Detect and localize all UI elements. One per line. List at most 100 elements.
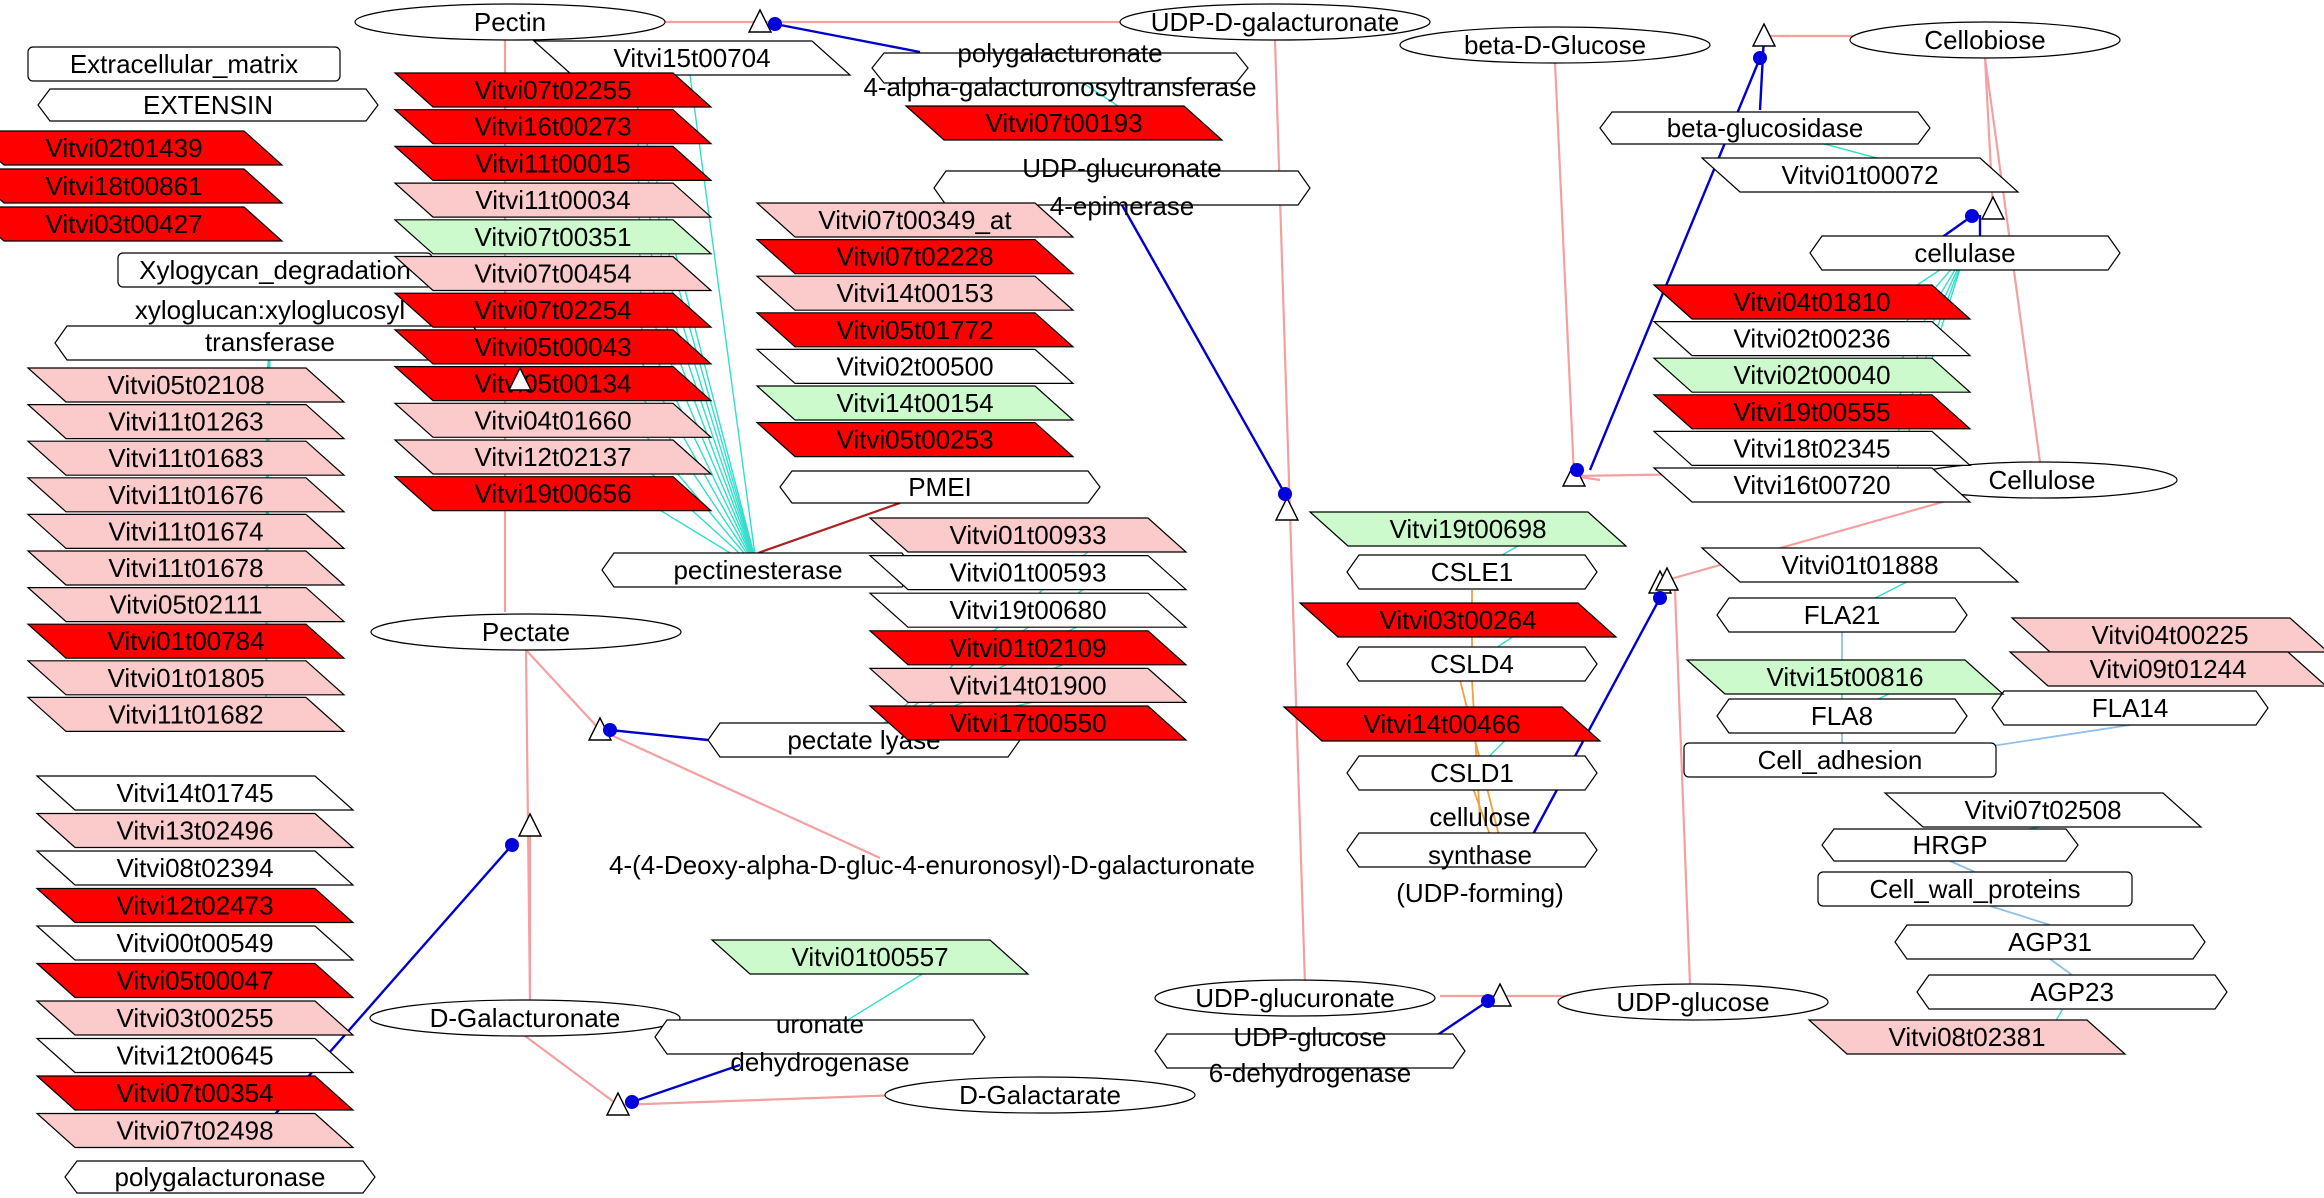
enzyme-node[interactable]: CSLD1	[1346, 755, 1598, 791]
metabolite-node[interactable]: Pectin	[354, 3, 666, 41]
gene-node[interactable]: Vitvi15t00816	[1685, 659, 2005, 695]
metabolite-node[interactable]: Pectate	[370, 613, 682, 651]
gene-node[interactable]: Vitvi11t01676	[26, 477, 346, 513]
gene-node[interactable]: Vitvi07t02498	[35, 1112, 355, 1149]
gene-node[interactable]: Vitvi03t00264	[1298, 602, 1618, 638]
enzyme-node[interactable]: AGP31	[1894, 924, 2206, 960]
gene-node[interactable]: Vitvi04t01660	[393, 402, 713, 438]
gene-node[interactable]: Vitvi05t00047	[35, 962, 355, 999]
metabolite-node[interactable]: D-Galactarate	[884, 1076, 1196, 1114]
enzyme-node[interactable]: CSLE1	[1346, 554, 1598, 590]
gene-node[interactable]: Vitvi01t01805	[26, 660, 346, 696]
gene-node[interactable]: Vitvi14t01900	[868, 667, 1188, 704]
metabolite-node[interactable]: Cellobiose	[1849, 21, 2121, 59]
gene-node[interactable]: Vitvi05t02111	[26, 586, 346, 623]
gene-node[interactable]: Vitvi07t02508	[1883, 792, 2203, 828]
metabolite-node[interactable]: Cellulose	[1906, 461, 2178, 499]
gene-node[interactable]: Vitvi02t00040	[1652, 357, 1972, 393]
metabolite-node[interactable]: D-Galacturonate	[369, 999, 681, 1037]
gene-node[interactable]: Vitvi14t00153	[755, 275, 1075, 311]
gene-node[interactable]: Vitvi12t00645	[35, 1037, 355, 1074]
metabolite-node[interactable]: UDP-glucuronate	[1154, 979, 1436, 1017]
gene-node[interactable]: Vitvi05t02108	[26, 367, 346, 403]
enzyme-node[interactable]: beta-glucosidase	[1599, 111, 1931, 145]
gene-node[interactable]: Vitvi19t00656	[393, 476, 713, 512]
gene-node[interactable]: Vitvi02t01439	[0, 130, 284, 166]
text-node[interactable]: 4-(4-Deoxy-alpha-D-gluc-4-enuronosyl)-D-…	[609, 850, 1255, 880]
enzyme-node[interactable]: polygalacturonate4-alpha-galacturonosylt…	[863, 38, 1256, 102]
enzyme-node[interactable]: AGP23	[1916, 974, 2228, 1010]
gene-node[interactable]: Vitvi01t01888	[1700, 547, 2020, 583]
gene-node[interactable]: Vitvi04t01810	[1652, 284, 1972, 320]
gene-node[interactable]: Vitvi07t00349_at	[755, 202, 1075, 238]
gene-node[interactable]: Vitvi19t00555	[1652, 394, 1972, 430]
gene-node[interactable]: Vitvi03t00427	[0, 206, 284, 242]
gene-node[interactable]: Vitvi14t01745	[35, 775, 355, 811]
gene-node[interactable]: Vitvi05t01772	[755, 312, 1075, 348]
gene-node[interactable]: Vitvi16t00273	[393, 109, 713, 145]
enzyme-node[interactable]: pectinesterase	[601, 552, 915, 588]
gene-node[interactable]: Vitvi16t00720	[1652, 467, 1972, 503]
gene-node[interactable]: Vitvi08t02381	[1807, 1019, 2127, 1055]
category-node[interactable]: Cell_adhesion	[1683, 742, 1997, 778]
gene-node[interactable]: Vitvi18t02345	[1652, 430, 1972, 466]
enzyme-node[interactable]: FLA21	[1716, 597, 1968, 633]
gene-node[interactable]: Vitvi12t02137	[393, 439, 713, 475]
enzyme-node[interactable]: cellulase	[1809, 235, 2121, 271]
gene-node[interactable]: Vitvi07t00193	[904, 105, 1224, 141]
gene-node[interactable]: Vitvi02t00236	[1652, 321, 1972, 357]
enzyme-node[interactable]: HRGP	[1821, 828, 2079, 862]
gene-node[interactable]: Vitvi00t00549	[35, 925, 355, 961]
gene-node[interactable]: Vitvi11t01683	[26, 440, 346, 476]
gene-node[interactable]: Vitvi07t00454	[393, 255, 713, 292]
gene-node[interactable]: Vitvi11t01678	[26, 550, 346, 586]
gene-node[interactable]: Vitvi19t00680	[868, 592, 1188, 628]
gene-node[interactable]: Vitvi04t00225	[2010, 617, 2324, 653]
gene-node[interactable]: Vitvi13t02496	[35, 812, 355, 849]
gene-node[interactable]: Vitvi17t00550	[868, 705, 1188, 741]
gene-node[interactable]: Vitvi01t00557	[710, 939, 1030, 975]
enzyme-node[interactable]: EXTENSIN	[37, 88, 379, 122]
gene-node[interactable]: Vitvi05t00253	[755, 422, 1075, 458]
gene-node[interactable]: Vitvi01t00933	[868, 517, 1188, 553]
gene-node[interactable]: Vitvi15t00704	[532, 40, 852, 76]
enzyme-node[interactable]: PMEI	[779, 470, 1101, 504]
gene-node[interactable]: Vitvi08t02394	[35, 850, 355, 886]
metabolite-node[interactable]: UDP-glucose	[1557, 983, 1829, 1021]
category-node[interactable]: Cell_wall_proteins	[1817, 871, 2133, 907]
gene-node[interactable]: Vitvi09t01244	[2008, 651, 2324, 687]
gene-node[interactable]: Vitvi11t01263	[26, 404, 346, 440]
gene-node[interactable]: Vitvi07t02255	[393, 72, 713, 108]
gene-node[interactable]: Vitvi02t00500	[755, 348, 1075, 384]
gene-node[interactable]: Vitvi05t00134	[393, 366, 713, 402]
gene-node[interactable]: Vitvi11t01674	[26, 513, 346, 550]
gene-node[interactable]: Vitvi19t00698	[1308, 511, 1628, 547]
metabolite-node[interactable]: UDP-D-galacturonate	[1119, 3, 1431, 41]
gene-node[interactable]: Vitvi03t00255	[35, 1000, 355, 1036]
gene-node[interactable]: Vitvi18t00861	[0, 168, 284, 204]
gene-node[interactable]: Vitvi11t00015	[393, 145, 713, 181]
enzyme-node[interactable]: FLA14	[1991, 690, 2269, 726]
category-node[interactable]: Extracellular_matrix	[27, 46, 341, 82]
gene-node[interactable]: Vitvi07t02254	[393, 292, 713, 328]
gene-node[interactable]: Vitvi01t00593	[868, 554, 1188, 591]
gene-node[interactable]: Vitvi07t00351	[393, 219, 713, 255]
gene-node[interactable]: Vitvi11t00034	[393, 182, 713, 218]
enzyme-node[interactable]: polygalacturonase	[64, 1160, 376, 1194]
gene-node[interactable]: Vitvi12t02473	[35, 887, 355, 924]
gene-node[interactable]: Vitvi07t02228	[755, 239, 1075, 275]
category-node[interactable]: Xylogycan_degradation	[117, 252, 433, 288]
enzyme-node[interactable]: pectate lyase	[707, 722, 1021, 758]
gene-node[interactable]: Vitvi01t02109	[868, 630, 1188, 666]
enzyme-node[interactable]: FLA8	[1716, 698, 1968, 734]
gene-node[interactable]: Vitvi01t00784	[26, 623, 346, 659]
gene-node[interactable]: Vitvi01t00072	[1700, 157, 2020, 193]
enzyme-node[interactable]: CSLD4	[1346, 646, 1598, 682]
gene-node[interactable]: Vitvi14t00466	[1282, 706, 1602, 742]
gene-node[interactable]: Vitvi14t00154	[755, 385, 1075, 421]
metabolite-node[interactable]: beta-D-Glucose	[1399, 26, 1711, 64]
